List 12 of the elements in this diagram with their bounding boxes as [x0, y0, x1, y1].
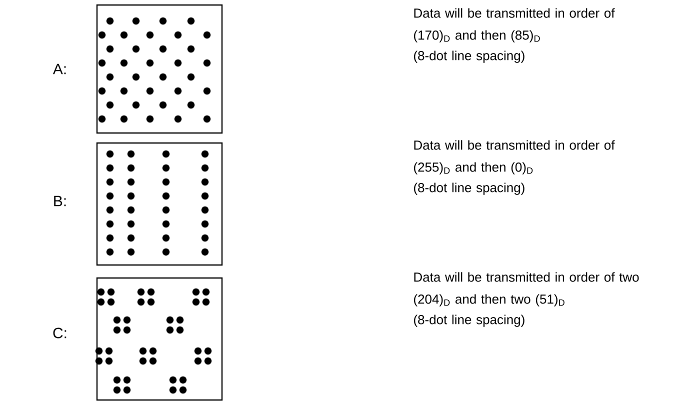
dot-pattern-drawing [96, 4, 223, 134]
row-label: A: [52, 64, 66, 74]
row-label: B: [54, 196, 66, 206]
description-text: (8-dot line spacing) [414, 50, 524, 63]
description-text: Data will be transmitted in order of (170)$_{D}$ and then (85)$_{D}$ [414, 8, 615, 42]
row-label: C: [53, 328, 66, 338]
description-text: (8-dot line spacing) [414, 314, 524, 327]
description-text: Data will be transmitted in order of two (204)$_{D}$ and then two (51)$_{D}$ [414, 272, 639, 306]
description-text: (8-dot line spacing) [414, 182, 524, 195]
dot-pattern-drawing [96, 142, 223, 266]
dot-pattern-drawing [95, 277, 223, 401]
description-text: Data will be transmitted in order of (255)$_{D}$ and then (0)$_{D}$ [414, 140, 615, 174]
